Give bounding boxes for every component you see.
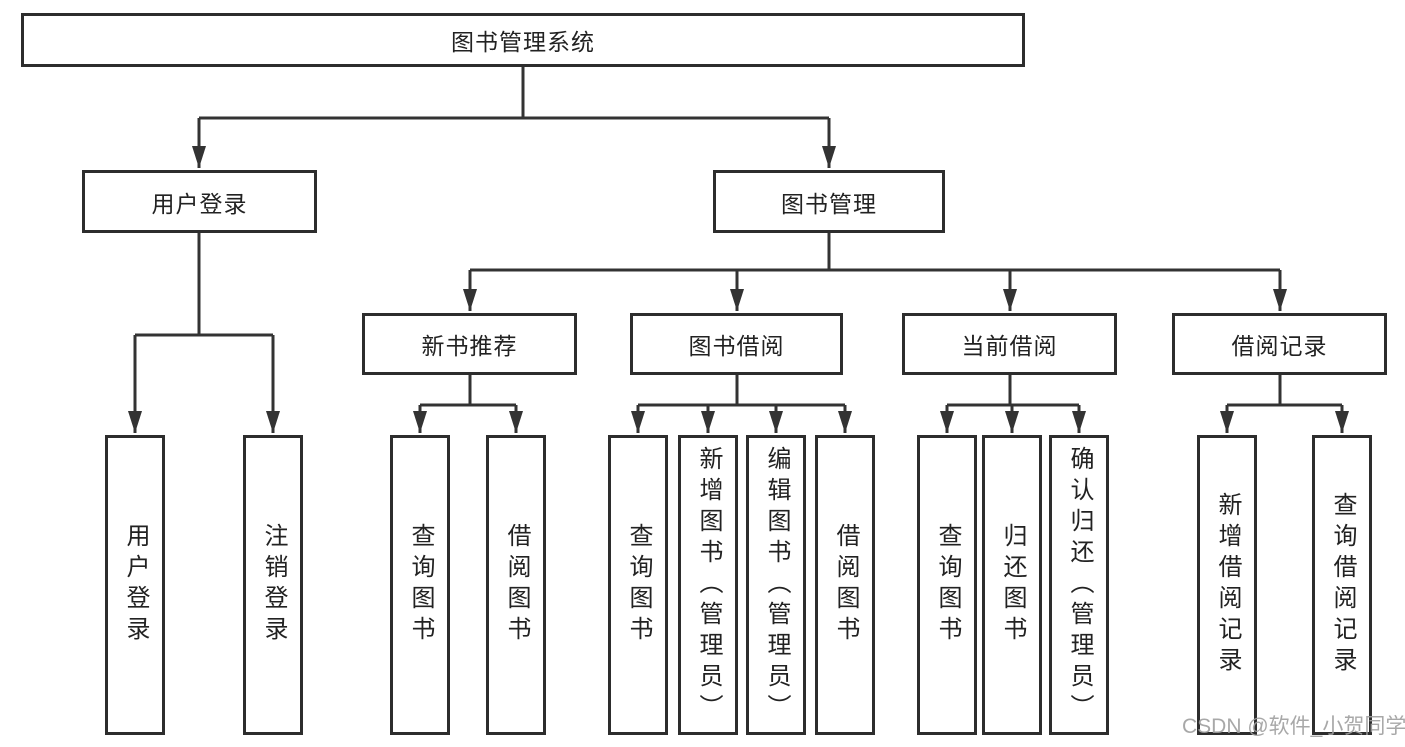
connector-new-book-children — [413, 375, 523, 433]
node-root-library-system: 图书管理系统 — [21, 13, 1025, 67]
leaf-label: 借阅图书 — [832, 523, 859, 647]
leaf-user-login: 用户登录 — [105, 435, 165, 735]
leaf-label: 查询图书 — [625, 523, 652, 647]
leaf-add-borrow-record: 新增借阅记录 — [1197, 435, 1257, 735]
leaf-edit-books-admin: 编辑图书（管理员） — [746, 435, 806, 735]
leaf-query-books-current: 查询图书 — [917, 435, 977, 735]
connector-current-borrow-children — [940, 375, 1086, 433]
leaf-label: 查询图书 — [407, 523, 434, 647]
connector-borrow-record-children — [1220, 375, 1349, 433]
node-book-management: 图书管理 — [713, 170, 945, 233]
leaf-label: 查询图书 — [934, 523, 961, 647]
leaf-label: 编辑图书（管理员） — [763, 445, 790, 725]
leaf-query-books-recommend: 查询图书 — [390, 435, 450, 735]
leaf-label: 用户登录 — [122, 523, 149, 647]
leaf-confirm-return-admin: 确认归还（管理员） — [1049, 435, 1109, 735]
leaf-label: 新增图书（管理员） — [695, 445, 722, 725]
node-borrow-records: 借阅记录 — [1172, 313, 1387, 375]
leaf-borrow-books-recommend: 借阅图书 — [486, 435, 546, 735]
leaf-label: 归还图书 — [999, 523, 1026, 647]
leaf-label: 新增借阅记录 — [1214, 492, 1241, 678]
leaf-label: 确认归还（管理员） — [1066, 445, 1093, 725]
csdn-watermark: CSDN @软件_小贺同学 — [1182, 715, 1405, 738]
leaf-query-borrow-record: 查询借阅记录 — [1312, 435, 1372, 735]
node-new-book-recommend: 新书推荐 — [362, 313, 577, 375]
connector-book-mgmt-children — [463, 233, 1287, 311]
node-book-borrow: 图书借阅 — [630, 313, 843, 375]
leaf-logout: 注销登录 — [243, 435, 303, 735]
leaf-return-books: 归还图书 — [982, 435, 1042, 735]
connector-root-to-level2 — [192, 67, 836, 168]
connector-book-borrow-children — [631, 375, 852, 433]
leaf-label: 查询借阅记录 — [1329, 492, 1356, 678]
leaf-label: 借阅图书 — [503, 523, 530, 647]
node-user-login: 用户登录 — [82, 170, 317, 233]
leaf-borrow-books: 借阅图书 — [815, 435, 875, 735]
leaf-add-books-admin: 新增图书（管理员） — [678, 435, 738, 735]
leaf-query-books-borrow: 查询图书 — [608, 435, 668, 735]
connector-user-login-children — [128, 233, 280, 433]
leaf-label: 注销登录 — [260, 523, 287, 647]
node-current-borrow: 当前借阅 — [902, 313, 1117, 375]
